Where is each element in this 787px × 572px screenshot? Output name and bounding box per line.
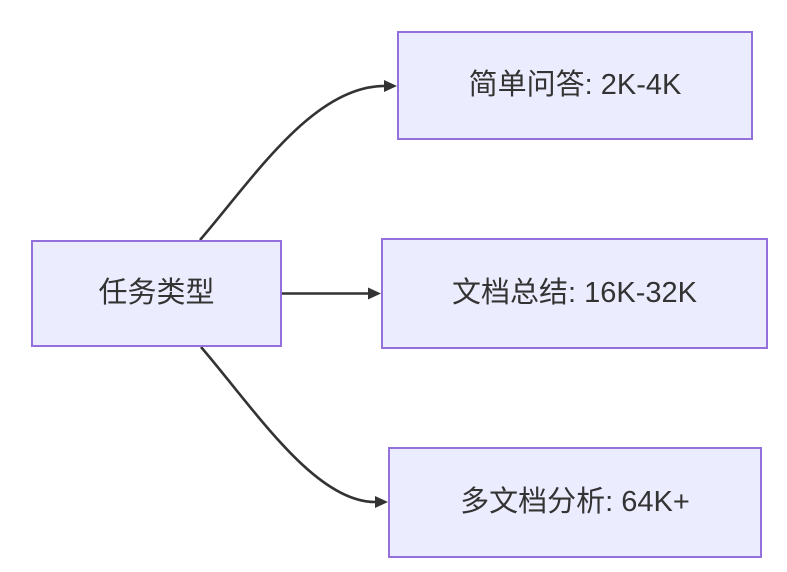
node-multi-doc-analysis-label: 多文档分析: 64K+ — [460, 486, 690, 519]
arrow-curve-top — [199, 84, 385, 241]
arrowhead-bottom-icon — [375, 496, 388, 508]
arrow-curve-bottom — [200, 346, 376, 504]
arrowhead-middle-icon — [368, 287, 381, 300]
node-multi-doc-analysis: 多文档分析: 64K+ — [388, 447, 762, 558]
arrow-root-to-bottom — [200, 346, 388, 508]
arrow-root-to-middle — [282, 287, 381, 300]
node-doc-summary-label: 文档总结: 16K-32K — [452, 277, 697, 310]
node-task-type-label: 任务类型 — [98, 277, 215, 310]
arrow-root-to-top — [199, 80, 397, 241]
node-task-type: 任务类型 — [31, 240, 282, 347]
node-simple-qa: 简单问答: 2K-4K — [397, 31, 753, 140]
node-simple-qa-label: 简单问答: 2K-4K — [468, 69, 682, 102]
arrowhead-top-icon — [384, 80, 397, 92]
node-doc-summary: 文档总结: 16K-32K — [381, 238, 768, 349]
